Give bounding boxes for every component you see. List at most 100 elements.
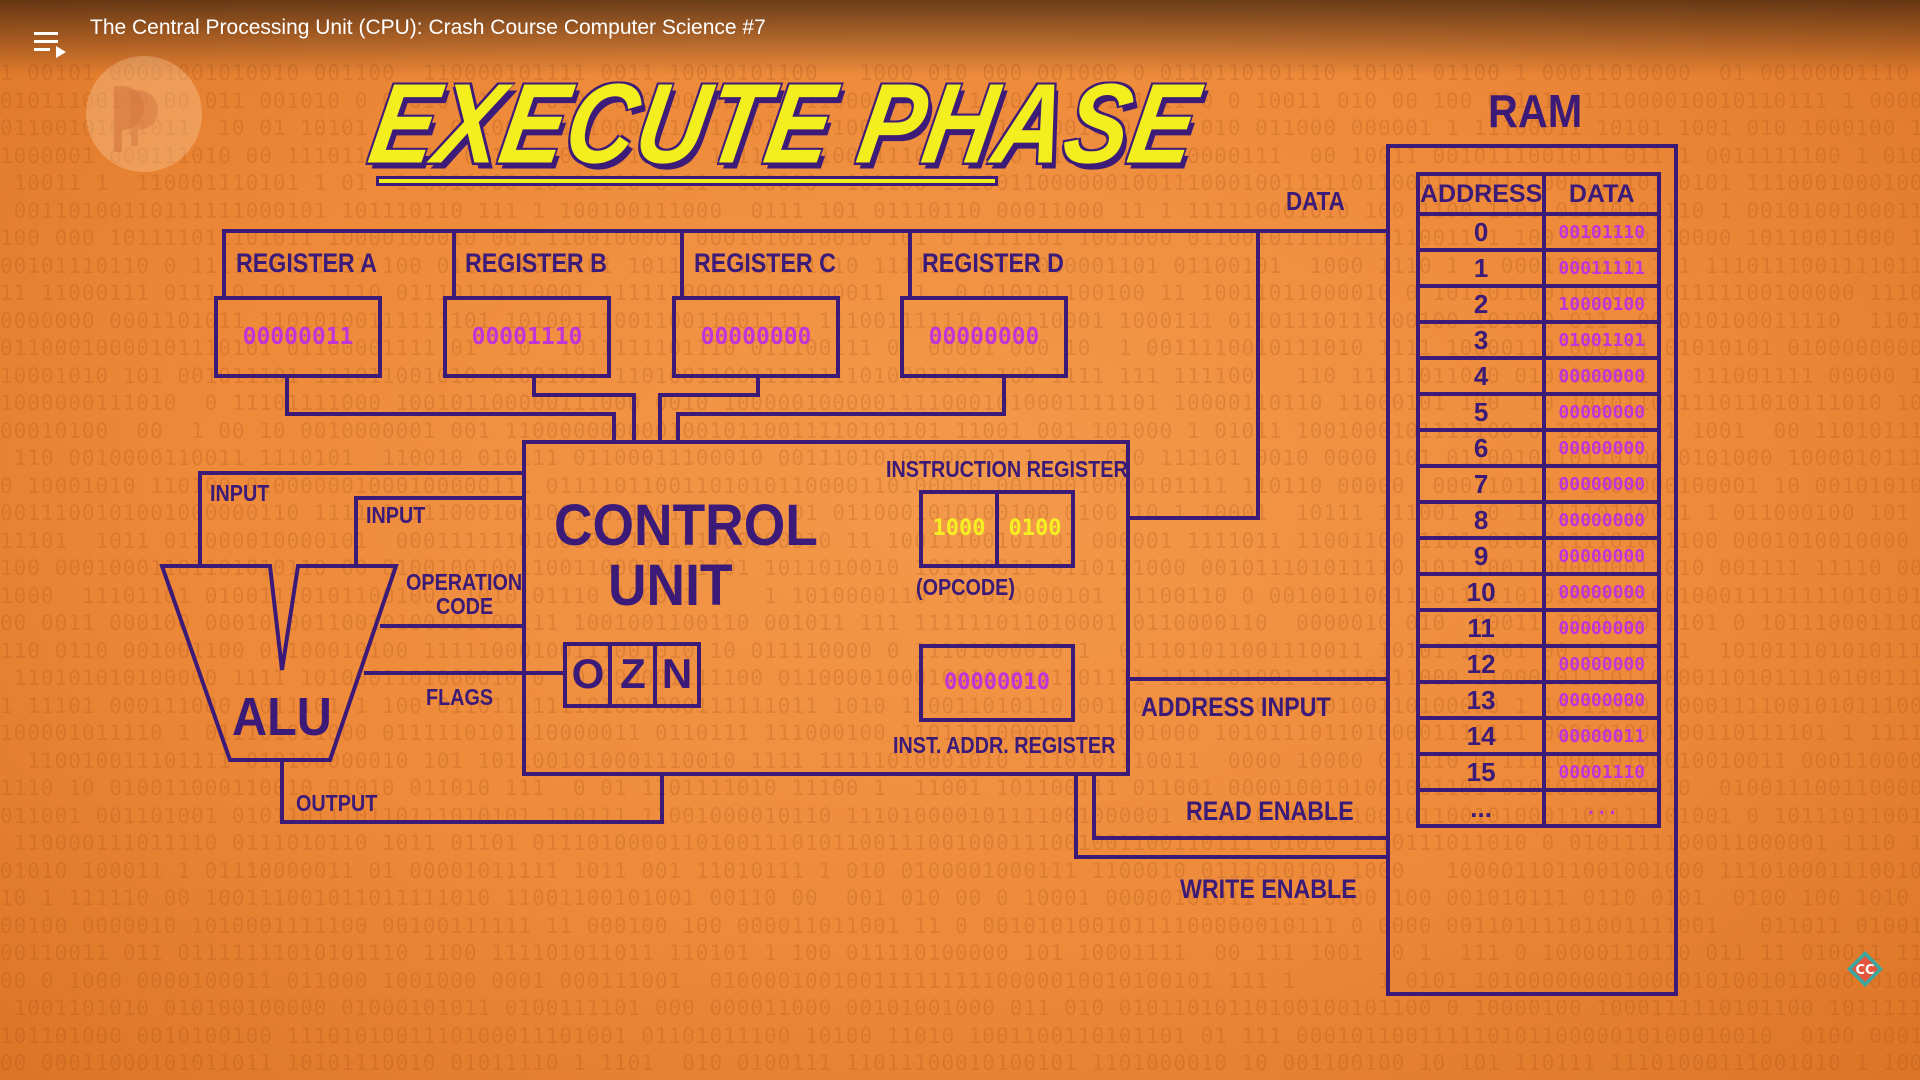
opcode-value: 1000 <box>932 516 986 541</box>
ram-data-cell: 00000000 <box>1542 608 1662 648</box>
data-bus-label: DATA <box>1286 186 1345 216</box>
opcode-label: (OPCODE) <box>916 574 1015 600</box>
write-enable-label: WRITE ENABLE <box>1180 874 1357 904</box>
ram-data-cell: 00000000 <box>1542 536 1662 576</box>
ram-data-cell: 00000000 <box>1542 500 1662 540</box>
ram-data-cell: 00000000 <box>1542 356 1662 396</box>
instruction-address-register-box: 00000010 <box>919 644 1075 722</box>
ram-data-cell: 00000011 <box>1542 716 1662 756</box>
register-c-label: REGISTER C <box>694 248 836 278</box>
ram-header-address: ADDRESS <box>1415 172 1547 216</box>
video-top-bar: The Central Processing Unit (CPU): Crash… <box>0 0 1920 76</box>
ram-data-cell: 00101110 <box>1542 212 1662 252</box>
video-title[interactable]: The Central Processing Unit (CPU): Crash… <box>90 16 766 39</box>
register-a-value: 00000011 <box>242 324 354 350</box>
ram-data-cell: 00000000 <box>1542 464 1662 504</box>
ram-address-cell: 10 <box>1415 572 1547 612</box>
operation-code-label-line1: OPERATION <box>406 569 523 595</box>
negative-flag: N <box>661 650 693 697</box>
instruction-register-label: INSTRUCTION REGISTER <box>886 456 1128 482</box>
instruction-register-divider <box>995 494 999 564</box>
ram-data-cell: 00001110 <box>1542 752 1662 792</box>
ram-address-cell: 0 <box>1415 212 1547 252</box>
alu-output-label: OUTPUT <box>296 790 378 816</box>
ram-data-cell: 00000000 <box>1542 680 1662 720</box>
register-c-box: 00000000 <box>672 296 840 378</box>
address-input-label: ADDRESS INPUT <box>1141 692 1331 722</box>
ram-data-cell: 00000000 <box>1542 428 1662 468</box>
ram-address-cell: 9 <box>1415 536 1547 576</box>
flags-divider-2 <box>653 646 657 704</box>
ram-address-cell: 11 <box>1415 608 1547 648</box>
ram-data-cell: 00000000 <box>1542 572 1662 612</box>
slide-title-block: EXECUTE PHASE <box>362 56 1208 196</box>
ram-address-cell: 7 <box>1415 464 1547 504</box>
register-d-value: 00000000 <box>928 324 1040 350</box>
ram-data-cell: 00000000 <box>1542 644 1662 684</box>
control-unit-label-line2: UNIT <box>608 553 733 618</box>
ram-address-cell: 2 <box>1415 284 1547 324</box>
operation-code-label-line2: CODE <box>436 593 494 619</box>
ram-address-cell: 14 <box>1415 716 1547 756</box>
ram-address-cell: 4 <box>1415 356 1547 396</box>
ram-data-cell: 00011111 <box>1542 248 1662 288</box>
ram-address-cell: 3 <box>1415 320 1547 360</box>
register-d-label: REGISTER D <box>922 248 1064 278</box>
register-d-box: 00000000 <box>900 296 1068 378</box>
svg-text:CC: CC <box>1855 963 1874 978</box>
overflow-flag: O <box>571 650 605 697</box>
ram-address-cell: ... <box>1415 788 1547 828</box>
flags-box: O Z N <box>563 642 701 708</box>
ram-address-cell: 8 <box>1415 500 1547 540</box>
ram-data-cell: 00000000 <box>1542 392 1662 432</box>
alu-input-b-label: INPUT <box>366 502 426 528</box>
zero-flag: Z <box>620 650 646 697</box>
alu-input-a-label: INPUT <box>210 480 270 506</box>
ram-outer-box <box>1386 144 1678 996</box>
instruction-address-register-label: INST. ADDR. REGISTER <box>893 732 1116 758</box>
ram-address-cell: 5 <box>1415 392 1547 432</box>
register-a-label: REGISTER A <box>236 248 378 278</box>
playlist-icon[interactable] <box>34 30 68 67</box>
ram-header-data: DATA <box>1542 172 1662 216</box>
ram-address-cell: 12 <box>1415 644 1547 684</box>
flags-label: FLAGS <box>426 684 494 710</box>
ram-address-cell: 6 <box>1415 428 1547 468</box>
instruction-register-box: 1000 0100 <box>919 490 1075 568</box>
ram-data-cell: 01001101 <box>1542 320 1662 360</box>
ram-data-cell: ... <box>1542 788 1662 828</box>
ram-address-cell: 1 <box>1415 248 1547 288</box>
register-a-box: 00000011 <box>214 296 382 378</box>
binary-background-pattern: 1 00101 00001001010010 001100 1100001011… <box>0 61 1920 1080</box>
crash-course-logo-icon[interactable]: CC <box>1846 950 1884 988</box>
register-c-value: 00000000 <box>700 324 812 350</box>
control-unit-box <box>522 440 1130 776</box>
flags-divider-1 <box>608 646 612 704</box>
ram-address-cell: 15 <box>1415 752 1547 792</box>
ram-title: RAM <box>1488 85 1583 137</box>
register-b-value: 00001110 <box>471 324 583 350</box>
ram-address-cell: 13 <box>1415 680 1547 720</box>
register-b-label: REGISTER B <box>465 248 607 278</box>
title-underline <box>376 176 998 186</box>
